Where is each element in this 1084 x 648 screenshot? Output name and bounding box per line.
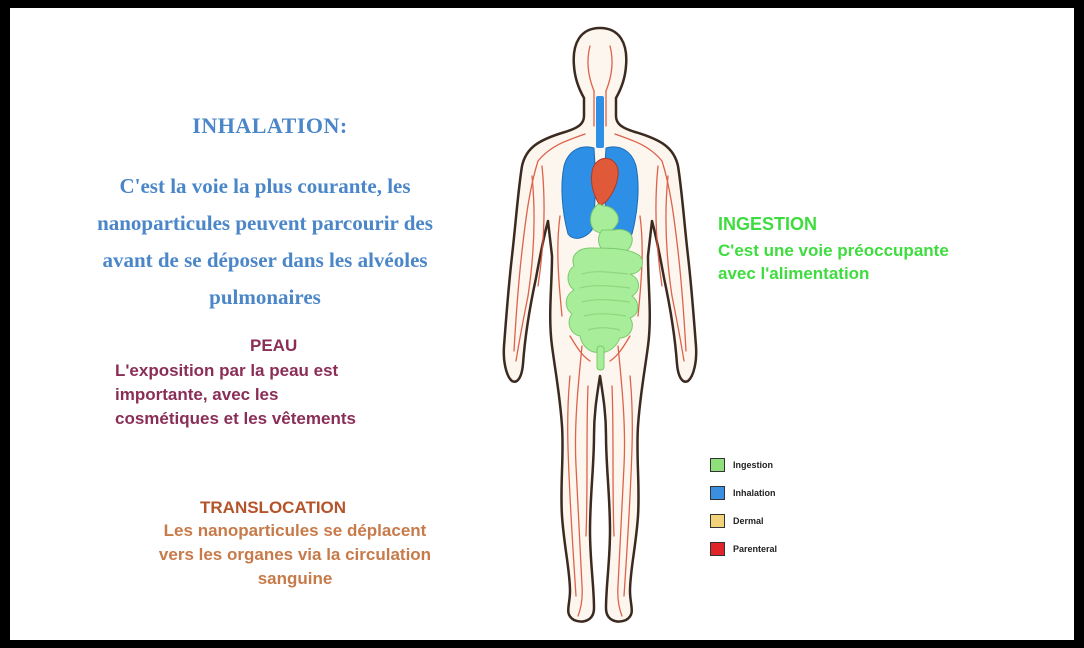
inhalation-text: C'est la voie la plus courante, les nano… xyxy=(65,168,465,316)
parenteral-swatch xyxy=(710,542,725,556)
legend-item-ingestion: Ingestion xyxy=(710,451,777,479)
legend-label: Parenteral xyxy=(733,544,777,554)
legend-label: Inhalation xyxy=(733,488,776,498)
inhalation-line: C'est la voie la plus courante, les xyxy=(65,168,465,205)
ingestion-title: INGESTION xyxy=(718,214,817,235)
peau-line: importante, avec les xyxy=(115,383,475,407)
trachea xyxy=(596,96,604,148)
translocation-text: Les nanoparticules se déplacent vers les… xyxy=(100,519,490,591)
peau-line: L'exposition par la peau est xyxy=(115,359,475,383)
peau-line: cosmétiques et les vêtements xyxy=(115,407,475,431)
translocation-line: sanguine xyxy=(100,567,490,591)
dermal-swatch xyxy=(710,514,725,528)
translocation-line: vers les organes via la circulation xyxy=(100,543,490,567)
left-lung xyxy=(562,147,595,238)
inhalation-line: avant de se déposer dans les alvéoles xyxy=(65,242,465,279)
translocation-title: TRANSLOCATION xyxy=(200,498,346,518)
legend-item-dermal: Dermal xyxy=(710,507,777,535)
inhalation-line: nanoparticules peuvent parcourir des xyxy=(65,205,465,242)
peau-text: L'exposition par la peau est importante,… xyxy=(115,359,475,431)
legend-label: Ingestion xyxy=(733,460,773,470)
ingestion-swatch xyxy=(710,458,725,472)
legend-item-inhalation: Inhalation xyxy=(710,479,777,507)
translocation-line: Les nanoparticules se déplacent xyxy=(100,519,490,543)
legend-item-parenteral: Parenteral xyxy=(710,535,777,563)
ingestion-line: avec l'alimentation xyxy=(718,262,1028,285)
legend: Ingestion Inhalation Dermal Parenteral xyxy=(710,451,777,563)
inhalation-line: pulmonaires xyxy=(65,279,465,316)
human-body-figure xyxy=(490,16,710,636)
legend-label: Dermal xyxy=(733,516,764,526)
inhalation-title: INHALATION: xyxy=(120,113,420,139)
diagram-frame: INHALATION: C'est la voie la plus couran… xyxy=(10,8,1074,640)
peau-title: PEAU xyxy=(250,336,297,356)
ingestion-line: C'est une voie préoccupante xyxy=(718,239,1028,262)
inhalation-swatch xyxy=(710,486,725,500)
ingestion-text: C'est une voie préoccupante avec l'alime… xyxy=(718,239,1028,285)
